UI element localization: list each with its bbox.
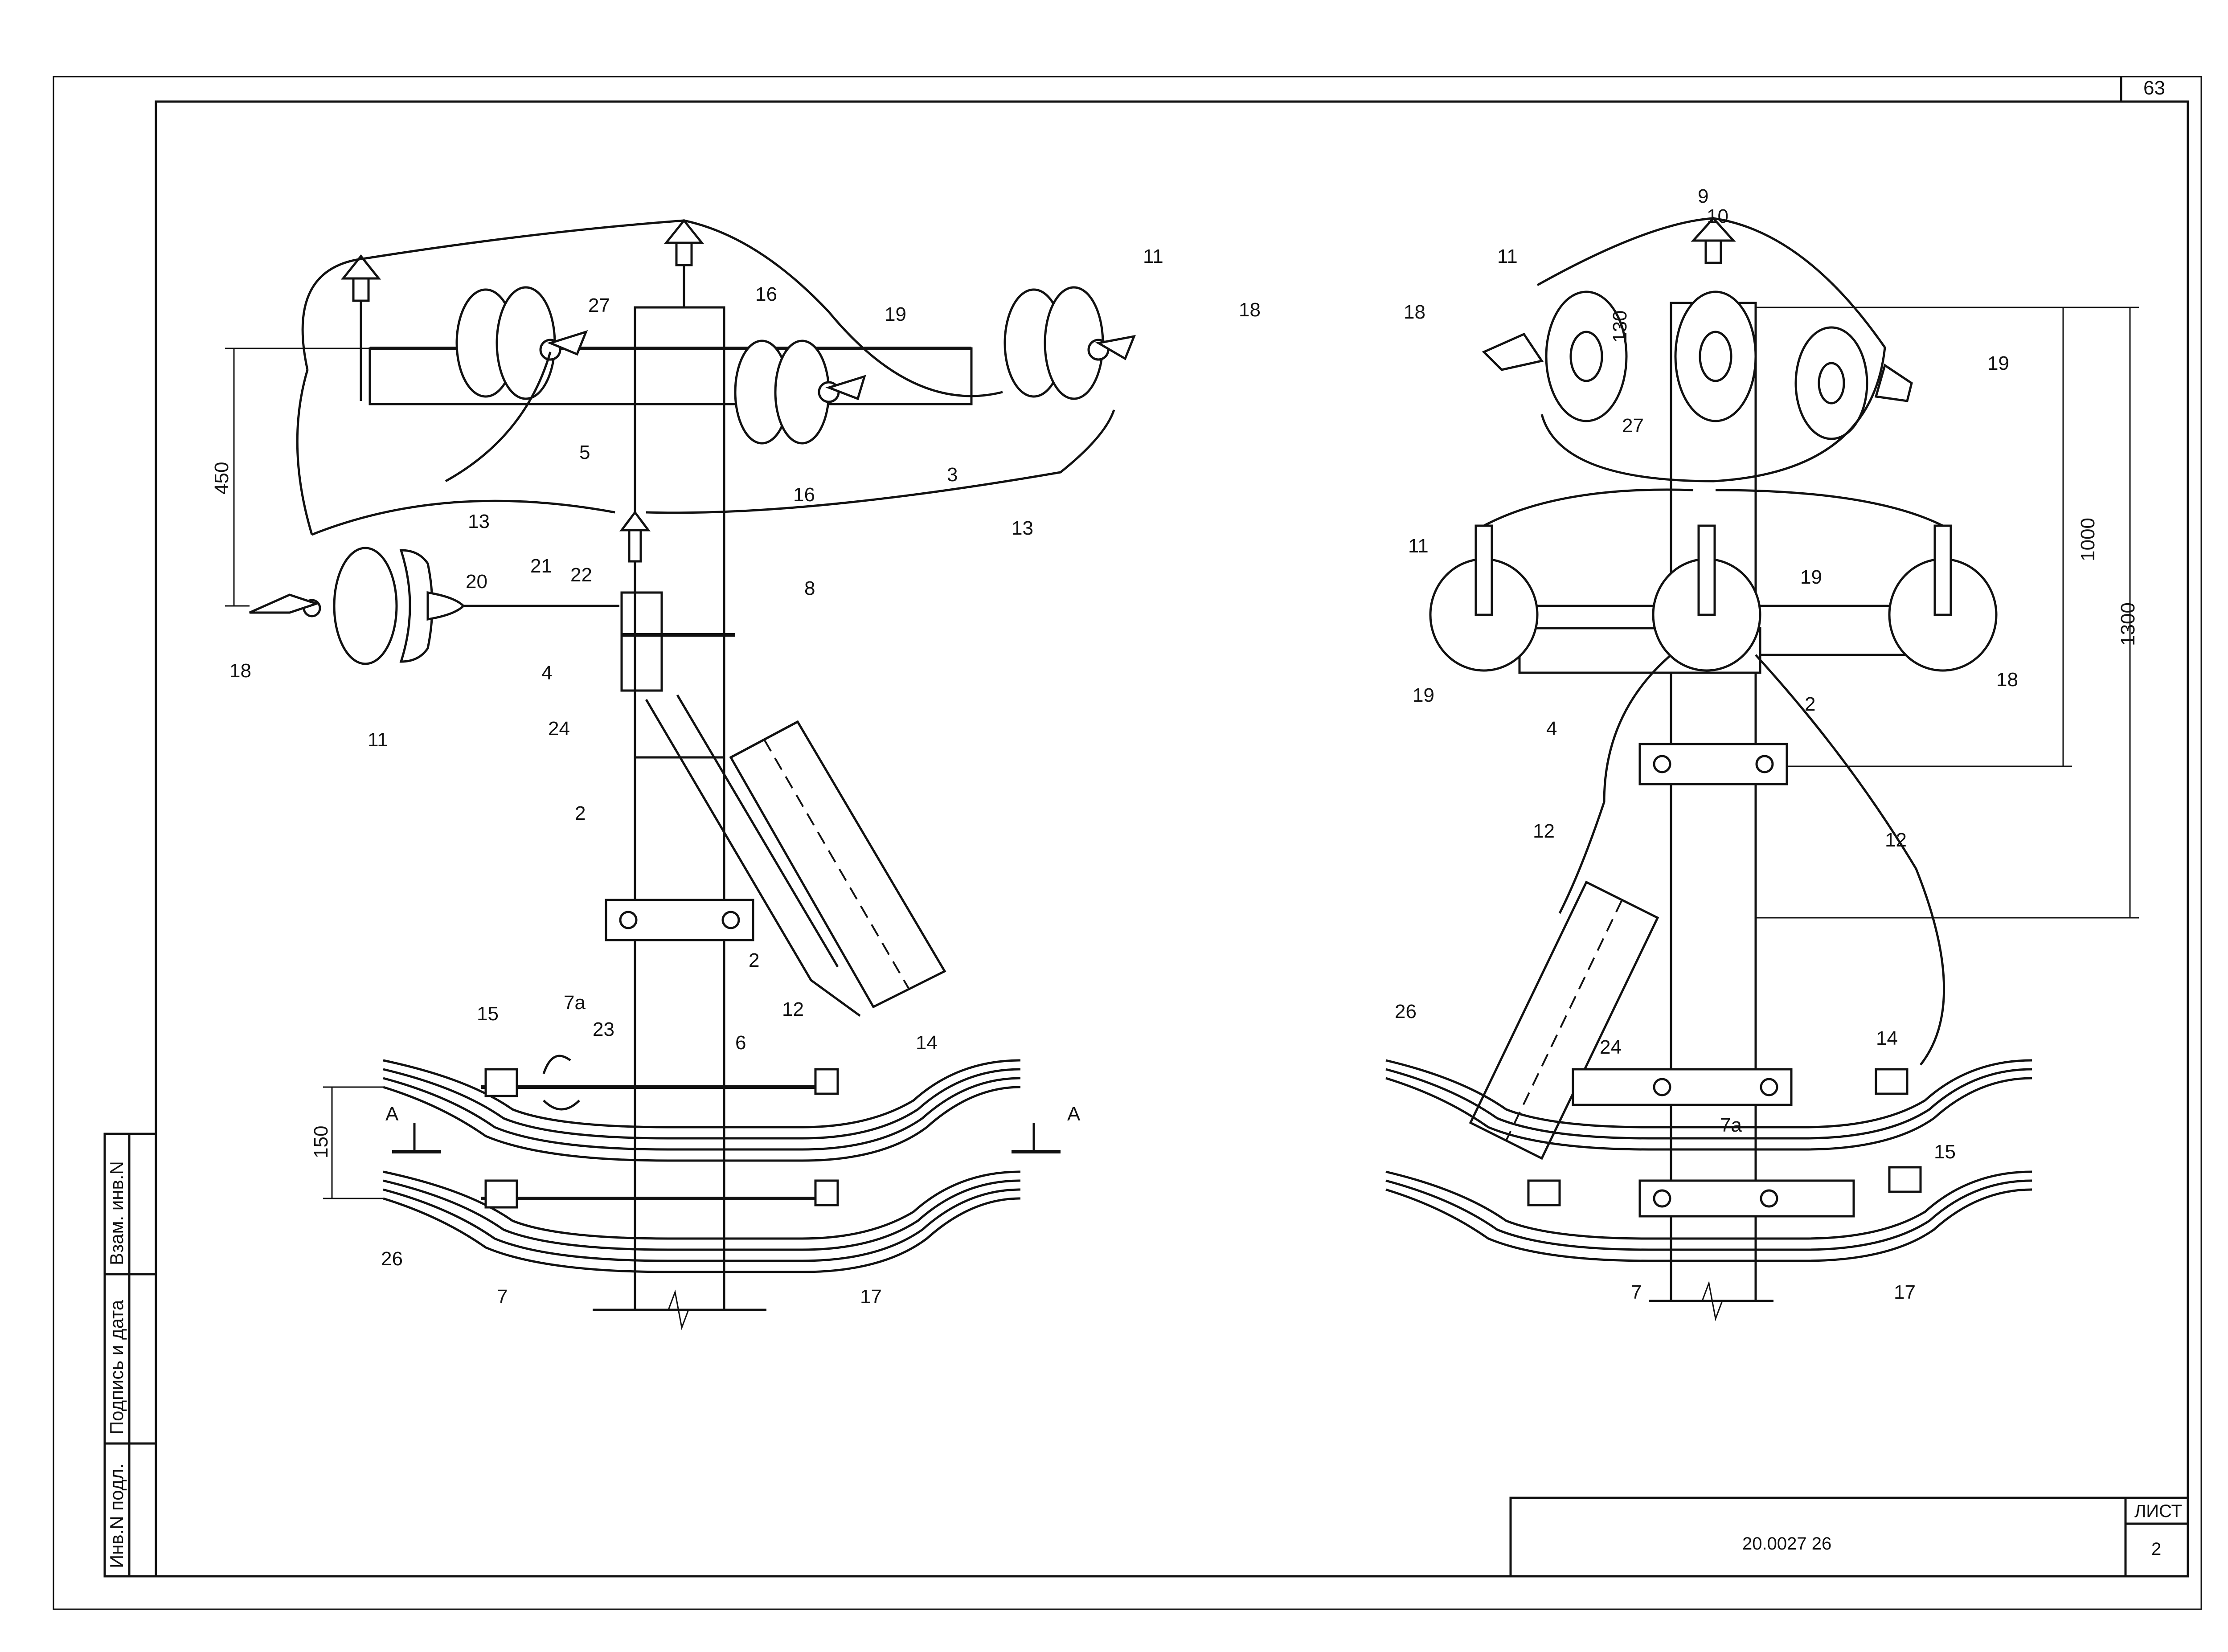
r-callout-24: 24 — [1600, 1036, 1622, 1058]
r-callout-27: 27 — [1622, 415, 1644, 437]
callout-12: 12 — [782, 998, 804, 1020]
stamp-inv-replace: Взам. инв.N — [106, 1161, 127, 1265]
r-callout-17: 17 — [1894, 1281, 1916, 1303]
right-dim-1000: 1000 — [2077, 518, 2099, 561]
callout-8: 8 — [804, 577, 815, 599]
callout-16: 16 — [755, 283, 777, 305]
callout-7a: 7а — [564, 992, 586, 1014]
left-upper-cable-bundle — [383, 1059, 1021, 1162]
r-callout-4: 4 — [1546, 718, 1557, 740]
callout-7: 7 — [497, 1286, 508, 1308]
callout-17: 17 — [860, 1286, 882, 1308]
r-callout-26: 26 — [1395, 1001, 1417, 1022]
right-upper-discs — [1482, 290, 1913, 440]
r-callout-2: 2 — [1805, 693, 1815, 715]
sheet-label: ЛИСТ — [2134, 1501, 2182, 1521]
callout-2a: 2 — [575, 802, 586, 824]
callout-26: 26 — [381, 1248, 403, 1270]
r-callout-12b: 12 — [1885, 829, 1907, 851]
left-lower-cable-bundle — [383, 1170, 1021, 1273]
r-callout-19: 19 — [1987, 352, 2009, 374]
section-mark-a-left: A — [385, 1103, 399, 1125]
callout-24: 24 — [548, 718, 570, 740]
callout-13b: 13 — [1012, 517, 1033, 539]
callout-19: 19 — [885, 303, 906, 325]
r-callout-10: 10 — [1707, 205, 1728, 227]
inner-frame — [155, 100, 2189, 1578]
r-callout-11: 11 — [1497, 245, 1518, 267]
left-callouts: 27 16 19 11 18 5 3 16 13 13 21 22 20 18 … — [229, 245, 1261, 1308]
callout-14: 14 — [916, 1032, 938, 1054]
right-lower-cable-bundle — [1385, 1170, 2032, 1262]
left-dim-150: 150 — [310, 1126, 332, 1158]
left-top-pin-insulator — [663, 218, 704, 307]
callout-5: 5 — [579, 442, 590, 463]
callout-4: 4 — [541, 662, 552, 684]
callout-2b: 2 — [749, 949, 759, 971]
document-code: 20.0027 26 — [1742, 1534, 1831, 1554]
outer-frame — [53, 76, 2202, 1610]
callout-21: 21 — [530, 555, 552, 577]
right-pole — [1670, 302, 1757, 1302]
left-pin-insulator-left — [340, 254, 381, 401]
right-view: 1000 1300 130 — [1385, 217, 2139, 1321]
right-callouts: 9 10 11 18 27 19 11 19 19 18 4 2 12 12 2… — [1395, 185, 2018, 1303]
side-stamp: Взам. инв.N Подпись и дата Инв.N подл. — [103, 1133, 157, 1578]
left-cable-box — [729, 720, 946, 1009]
callout-18: 18 — [1239, 299, 1261, 321]
left-upper-insulator-string-2 — [734, 339, 866, 445]
callout-3: 3 — [947, 464, 958, 486]
callout-20: 20 — [466, 571, 487, 593]
stamp-signature-date: Подпись и дата — [106, 1300, 127, 1435]
r-callout-7: 7 — [1631, 1281, 1642, 1303]
r-callout-9: 9 — [1698, 185, 1708, 207]
callout-16b: 16 — [793, 484, 815, 506]
callout-11b: 11 — [368, 729, 388, 751]
callout-23: 23 — [593, 1018, 614, 1040]
left-upper-insulator-string-3 — [1003, 286, 1136, 400]
r-callout-19b: 19 — [1800, 566, 1822, 588]
r-callout-11b: 11 — [1408, 535, 1429, 557]
callout-15: 15 — [477, 1003, 499, 1025]
right-top-pin-insulator — [1691, 217, 1736, 264]
page-number: 63 — [2143, 77, 2165, 99]
right-dim-1300: 1300 — [2117, 602, 2139, 646]
r-callout-18: 18 — [1404, 301, 1425, 323]
callout-11: 11 — [1143, 245, 1163, 267]
callout-27: 27 — [588, 294, 610, 316]
right-lower-discs — [1429, 524, 1998, 672]
left-view: 450 — [211, 218, 1136, 1330]
stamp-inv-orig: Инв.N подл. — [106, 1464, 127, 1568]
r-callout-7a: 7а — [1720, 1114, 1742, 1136]
r-callout-15: 15 — [1934, 1141, 1956, 1163]
callout-22: 22 — [570, 564, 592, 586]
left-upper-insulator-string-1 — [455, 286, 588, 400]
sheet-number: 2 — [2151, 1539, 2161, 1559]
section-mark-a-right: A — [1067, 1103, 1081, 1125]
left-lower-pin-insulator — [619, 510, 651, 563]
callout-6: 6 — [735, 1032, 746, 1054]
left-dim-450: 450 — [211, 462, 233, 495]
r-callout-12a: 12 — [1533, 820, 1555, 842]
left-lower-insulator-string — [249, 547, 465, 665]
r-callout-18b: 18 — [1996, 669, 2018, 691]
right-cable-box — [1469, 880, 1659, 1160]
right-dim-130: 130 — [1609, 311, 1631, 343]
r-callout-14: 14 — [1876, 1027, 1898, 1049]
r-callout-19c: 19 — [1413, 684, 1434, 706]
callout-18b: 18 — [229, 660, 251, 682]
callout-13a: 13 — [468, 511, 490, 532]
title-block: 20.0027 26 ЛИСТ 2 — [1509, 1497, 2189, 1578]
right-upper-cable-bundle — [1385, 1059, 2032, 1151]
